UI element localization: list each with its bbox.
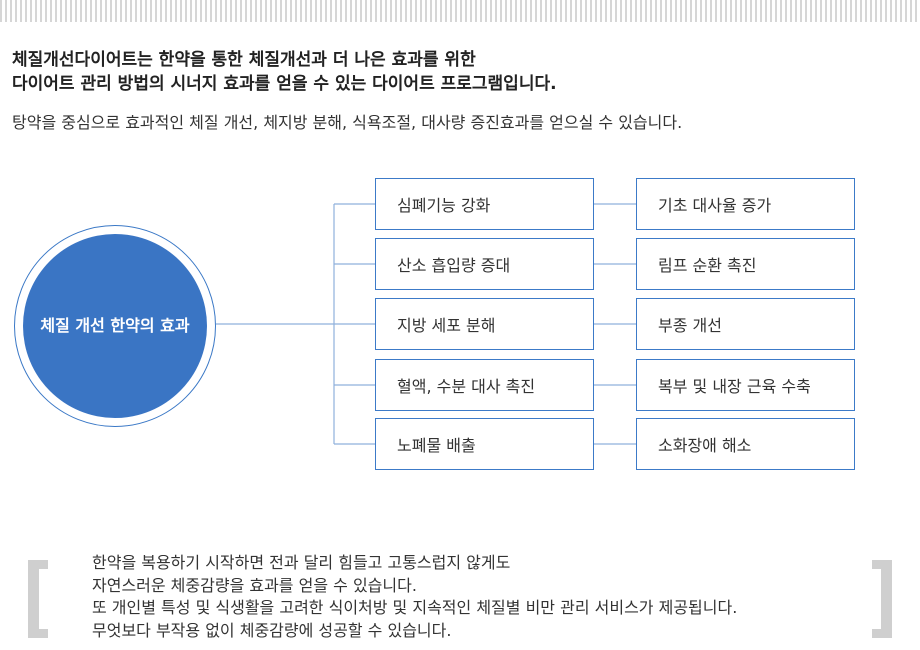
quote-block: 한약을 복용하기 시작하면 전과 달리 힘들고 고통스럽지 않게도 자연스러운 …	[92, 552, 737, 642]
effect-secondary-box: 부종 개선	[636, 298, 855, 350]
effect-primary-box: 산소 흡입량 증대	[375, 238, 594, 290]
effect-secondary-box: 복부 및 내장 근육 수축	[636, 359, 855, 411]
quote-line-4: 무엇보다 부작용 없이 체중감량에 성공할 수 있습니다.	[92, 620, 452, 640]
center-circle: 체질 개선 한약의 효과	[23, 234, 207, 418]
quote-line-1: 한약을 복용하기 시작하면 전과 달리 힘들고 고통스럽지 않게도	[92, 553, 511, 572]
top-decorative-stripe	[0, 0, 920, 22]
headline-line-1: 체질개선다이어트는 한약을 통한 체질개선과 더 나은 효과를 위한	[12, 50, 476, 70]
effect-secondary-box: 기초 대사율 증가	[636, 178, 855, 230]
subline: 탕약을 중심으로 효과적인 체질 개선, 체지방 분해, 식욕조절, 대사량 증…	[12, 113, 683, 132]
quote-line-2: 자연스러운 체중감량을 효과를 얻을 수 있습니다.	[92, 575, 417, 595]
left-bracket-decoration	[28, 560, 48, 638]
center-circle-label: 체질 개선 한약의 효과	[40, 316, 190, 335]
effect-primary-box: 지방 세포 분해	[375, 298, 594, 350]
headline: 체질개선다이어트는 한약을 통한 체질개선과 더 나은 효과를 위한 다이어트 …	[12, 48, 557, 96]
effect-primary-box: 심폐기능 강화	[375, 178, 594, 230]
quote-line-3: 또 개인별 특성 및 식생활을 고려한 식이처방 및 지속적인 체질별 비만 관…	[92, 598, 738, 617]
right-bracket-decoration	[872, 560, 892, 638]
effect-secondary-box: 림프 순환 촉진	[636, 238, 855, 290]
effect-secondary-box: 소화장애 해소	[636, 418, 855, 470]
effect-primary-box: 혈액, 수분 대사 촉진	[375, 359, 594, 411]
headline-line-2: 다이어트 관리 방법의 시너지 효과를 얻을 수 있는 다이어트 프로그램입니다…	[12, 74, 557, 94]
effect-primary-box: 노폐물 배출	[375, 418, 594, 470]
